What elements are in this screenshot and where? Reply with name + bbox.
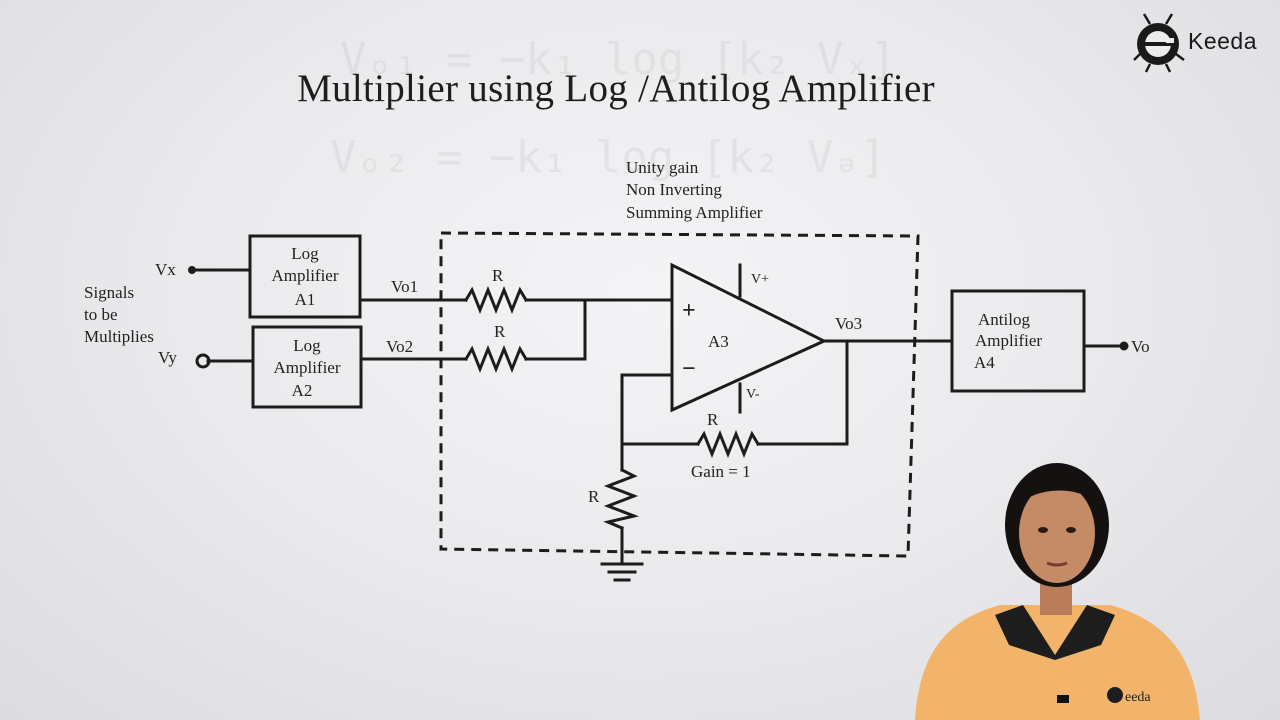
antilog-a4-line-2: Amplifier	[975, 331, 1042, 350]
log-a2-line-2: Amplifier	[273, 358, 340, 377]
antilog-a4-line-1: Antilog	[978, 310, 1030, 329]
opamp-plus-sign: +	[682, 298, 696, 324]
log-a2-line-3: A2	[292, 381, 313, 400]
log-a1-line-3: A1	[295, 290, 316, 309]
node-vo1-label: Vo1	[391, 277, 418, 296]
input-vy-label: Vy	[158, 348, 177, 367]
resistor-r2-label: R	[494, 322, 506, 341]
signals-label-3: Multiplies	[84, 327, 154, 346]
ekeeda-logo-icon	[1133, 13, 1185, 73]
opamp-vminus-label: V-	[746, 387, 760, 402]
resistor-rg-label: R	[588, 487, 600, 506]
brand-name: Keeda	[1188, 28, 1258, 54]
annotation-line-2: Non Inverting	[626, 180, 722, 199]
resistor-rf-label: R	[707, 410, 719, 429]
input-vx-label: Vx	[155, 260, 176, 279]
log-a2-line-1: Log	[293, 336, 321, 355]
node-vo-label: Vo	[1131, 337, 1150, 356]
node-vo3-label: Vo3	[835, 314, 862, 333]
opamp-name: A3	[708, 332, 729, 351]
ghost-writing-2: Vₒ₂ = −k₁ log [k₂ Vₔ]	[330, 132, 887, 183]
signals-label-1: Signals	[84, 283, 134, 302]
ghost-writing-1: Vₒ₁ = −k₁ log [k₂ Vₓ]	[340, 34, 897, 85]
log-a1-line-1: Log	[291, 244, 319, 263]
node-vo2-label: Vo2	[386, 337, 413, 356]
annotation-line-3: Summing Amplifier	[626, 203, 763, 222]
opamp-minus-sign: −	[682, 356, 696, 382]
annotation-line-1: Unity gain	[626, 158, 699, 177]
resistor-r1-label: R	[492, 266, 504, 285]
shirt-logo-text: eeda	[1125, 690, 1151, 705]
page-title: Multiplier using Log /Antilog Amplifier	[297, 67, 935, 110]
opamp-vplus-label: V+	[751, 272, 769, 287]
gain-label: Gain = 1	[691, 462, 751, 481]
presenter-image: eeda	[915, 463, 1200, 720]
antilog-a4-line-3: A4	[974, 353, 995, 372]
log-a1-line-2: Amplifier	[271, 266, 338, 285]
signals-label-2: to be	[84, 305, 118, 324]
